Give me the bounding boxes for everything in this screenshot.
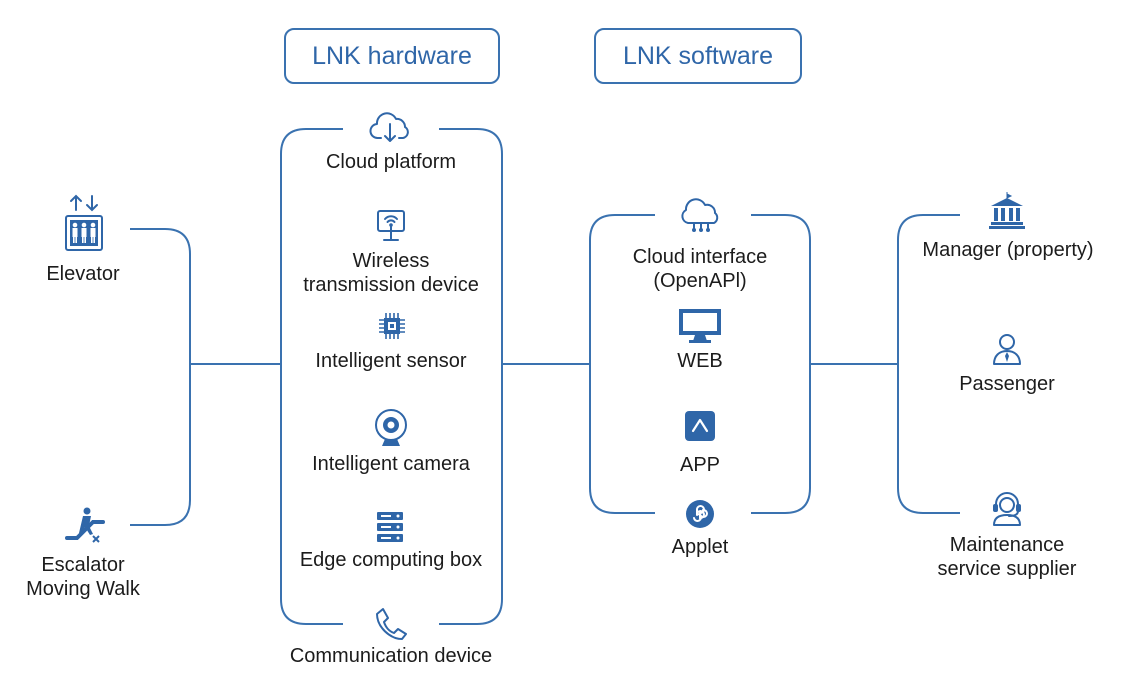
applet-icon — [685, 499, 715, 529]
cloud-network-icon — [678, 197, 724, 233]
users-bracket — [897, 214, 960, 514]
app-icon — [685, 411, 715, 441]
hardware-group-outline — [280, 128, 503, 625]
server-icon — [375, 511, 405, 543]
intelligent-camera-label: Intelligent camera — [312, 453, 470, 475]
lnk-hardware-header: LNK hardware — [284, 28, 500, 84]
passenger-label: Passenger — [959, 373, 1055, 395]
cloud-interface-label: Cloud interface (OpenAPl) — [632, 246, 768, 292]
cloud-download-icon — [369, 110, 413, 144]
camera-icon — [374, 408, 408, 448]
elevator-label: Elevator — [46, 263, 120, 285]
bank-building-icon — [988, 190, 1026, 230]
maintenance-service-supplier-label: Maintenance service supplier — [937, 534, 1077, 580]
applet-label: Applet — [671, 536, 729, 558]
intelligent-sensor-label: Intelligent sensor — [315, 350, 467, 372]
app-label: APP — [679, 454, 721, 476]
support-agent-icon — [990, 491, 1024, 527]
chip-sensor-icon — [375, 310, 409, 342]
edge-computing-box-label: Edge computing box — [299, 549, 483, 571]
phone-icon — [374, 607, 408, 641]
escalator-icon — [63, 506, 107, 546]
wireless-transmission-label: Wireless transmission device — [303, 250, 479, 296]
elevator-icon — [64, 194, 104, 252]
source-bracket — [130, 228, 191, 526]
manager-property-label: Manager (property) — [922, 239, 1094, 261]
communication-device-label: Communication device — [289, 645, 493, 667]
cloud-platform-label: Cloud platform — [325, 151, 457, 173]
monitor-icon — [678, 308, 722, 344]
lnk-software-header: LNK software — [594, 28, 802, 84]
wireless-device-icon — [375, 209, 407, 243]
escalator-label: Escalator Moving Walk — [26, 554, 140, 600]
web-label: WEB — [677, 350, 723, 372]
passenger-icon — [991, 332, 1023, 366]
